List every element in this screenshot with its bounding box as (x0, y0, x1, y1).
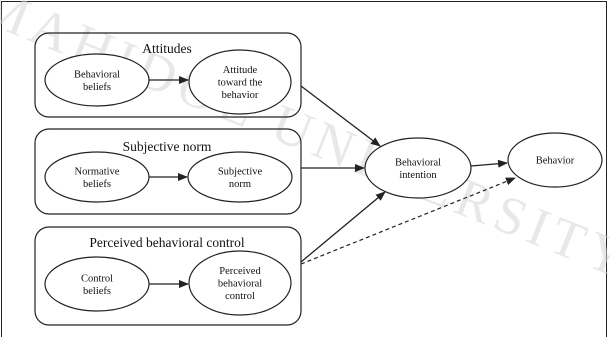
node-label-line: Perceived (219, 266, 261, 277)
perceived-control-title: Perceived behavioral control (89, 235, 244, 250)
subjective-norm-node (187, 151, 293, 203)
node-label-line: intention (399, 170, 437, 181)
behavioral-intention-label: Behavioral intention (395, 157, 441, 181)
subjective-norm-group-box (34, 128, 302, 215)
arrow-attitudes-to-intention (300, 85, 381, 147)
node-label-line: Attitude (223, 65, 258, 76)
arrow-intention-to-behavior (470, 159, 508, 168)
node-label-line: beliefs (83, 179, 111, 190)
behavioral-beliefs-label: Behavioral beliefs (74, 69, 120, 93)
attitude-node (188, 49, 292, 115)
node-label-line: behavior (222, 90, 259, 101)
arrow-perceived-control-to-intention (300, 191, 386, 263)
node-label-line: Behavioral (74, 69, 120, 80)
node-label-line: control (225, 291, 255, 302)
node-label-line: Normative (75, 166, 120, 177)
behavior-label: Behavior (536, 156, 575, 167)
node-label-line: Behavior (536, 156, 575, 167)
control-beliefs-label: Control beliefs (81, 273, 113, 297)
attitudes-title: Attitudes (142, 41, 192, 56)
normative-beliefs-label: Normative beliefs (75, 166, 120, 190)
node-label-line: beliefs (83, 286, 111, 297)
subjective-norm-label: Subjective norm (218, 166, 263, 190)
behavioral-intention-node (364, 137, 472, 199)
node-label-line: Subjective (218, 166, 263, 177)
subjective-norm-title: Subjective norm (123, 139, 212, 154)
perceived-control-node (188, 250, 292, 316)
node-label-line: beliefs (83, 82, 111, 93)
node-label-line: Behavioral (395, 157, 441, 168)
node-label-line: behavioral (218, 279, 262, 290)
node-label-line: norm (229, 179, 251, 190)
node-label-line: Control (81, 273, 113, 284)
dashed-arrow-perceived-control-to-behavior (300, 177, 516, 265)
attitudes-group-box (34, 32, 302, 118)
perceived-control-group-box (34, 226, 302, 326)
node-label-line: toward the (218, 78, 263, 89)
behavior-node (507, 132, 603, 188)
